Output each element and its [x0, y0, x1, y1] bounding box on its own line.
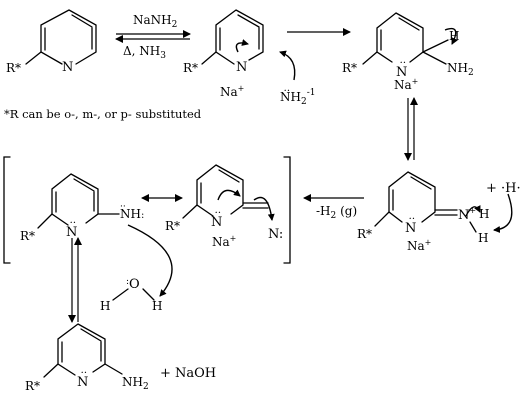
molecule-imine-resonance-form: ··N R* N: Na+ — [165, 164, 283, 249]
sodium-cation-label: Na+ — [394, 77, 418, 92]
sodium-hydroxide-label: + NaOH — [160, 366, 216, 381]
r-group-label: R* — [183, 61, 198, 75]
r-group-label: R* — [357, 227, 372, 241]
equilibrium-arrows-step2 — [404, 97, 418, 161]
amide-nitrogen-label: NH: — [120, 207, 144, 221]
amino-label: NH2 — [447, 61, 474, 78]
molecule-amide-resonance-form: ··N R* NH: ·· — [20, 173, 144, 243]
molecule-pyridine-amide: N R* Na+ ··NH2-1 — [183, 9, 315, 107]
r-group-label: R* — [6, 61, 21, 75]
molecule-iminium: ··N R* N+ H H Na+ + ·H· — [357, 171, 521, 253]
sodium-cation-label: Na+ — [407, 238, 431, 253]
molecule-sigma-complex: ··N R* H NH2 Na+ — [342, 12, 474, 92]
iminium-nitrogen-label: N+ — [458, 206, 476, 223]
r-group-label: R* — [25, 379, 40, 393]
r-group-label: R* — [165, 219, 180, 233]
ring-nitrogen-anion-label: ··N — [396, 58, 407, 80]
r-group-label: R* — [342, 61, 357, 75]
lone-pair-dots: ·· — [120, 202, 126, 212]
hydrogen-label: H — [478, 231, 488, 245]
loss-h2-label: -H2 (g) — [316, 204, 357, 221]
equilibrium-arrows-step3 — [68, 237, 82, 323]
ring-nitrogen-anion-label: ··N — [405, 214, 416, 236]
ring-nitrogen-label: ··N — [77, 368, 88, 390]
reagent-label: NaNH2 — [133, 13, 177, 30]
imine-nitrogen-label: N: — [268, 227, 283, 242]
oxygen-label: :O — [126, 277, 140, 292]
ring-nitrogen-anion-label: ··N — [211, 208, 222, 230]
molecule-starting-pyridine: N R* — [6, 9, 97, 75]
hydrogen-label: H — [152, 299, 162, 313]
conditions-label: Δ, NH3 — [123, 44, 166, 61]
r-group-label: R* — [20, 229, 35, 243]
substitution-note: *R can be o-, m-, or p- substituted — [4, 107, 202, 121]
sodium-cation-label: Na+ — [212, 234, 236, 249]
equilibrium-arrows-step1: NaNH2 Δ, NH3 — [115, 13, 191, 61]
hydrogen-radical-label: + ·H· — [486, 181, 521, 196]
ring-nitrogen-label: N — [62, 60, 73, 75]
molecule-product-aminopyridine: ··N R* NH2 + NaOH — [25, 323, 216, 393]
hydrogen-label: H — [100, 299, 110, 313]
amide-anion-label: ··NH2-1 — [280, 86, 315, 107]
hydrogen-label: H — [449, 29, 459, 43]
hydrogen-label: H — [479, 207, 489, 221]
amino-label: NH2 — [122, 375, 149, 392]
resonance-brackets — [3, 156, 291, 264]
ring-nitrogen-label: N — [236, 60, 247, 75]
ring-nitrogen-label: ··N — [66, 218, 77, 240]
loss-h2-arrow: -H2 (g) — [303, 194, 364, 221]
sodium-cation-label: Na+ — [220, 84, 244, 99]
water-molecule: :O H H — [100, 224, 173, 313]
